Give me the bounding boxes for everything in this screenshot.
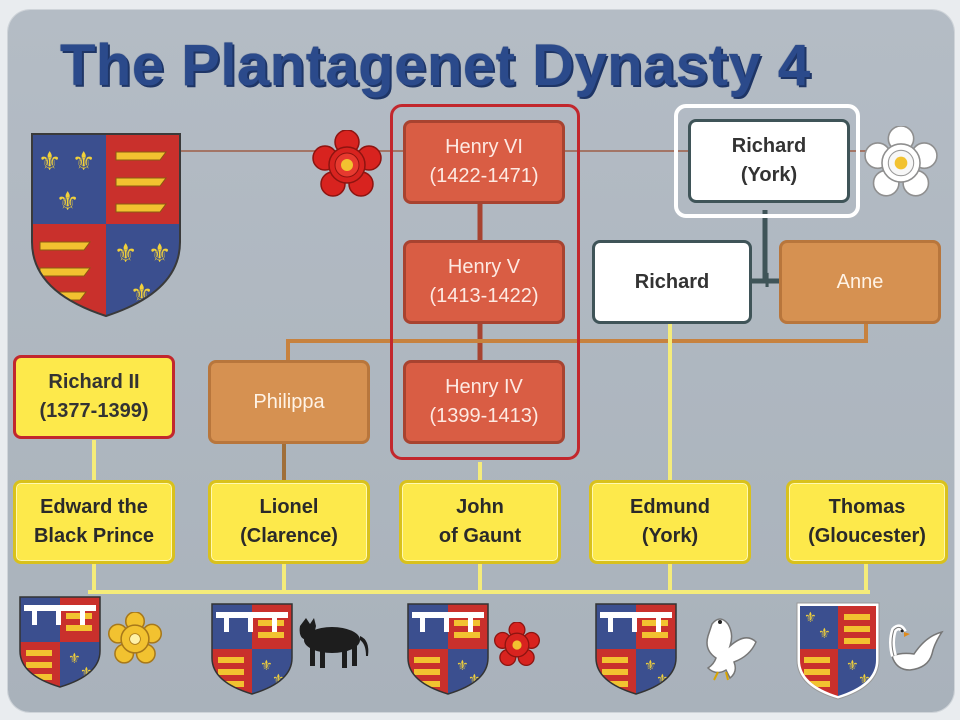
henry-v-box: Henry V (1413-1422): [403, 240, 565, 324]
marriage-plus: +: [758, 264, 776, 295]
svg-text:⚜: ⚜: [38, 147, 61, 177]
edmund-york-box: Edmund (York): [589, 480, 751, 564]
svg-text:⚜: ⚜: [644, 658, 657, 674]
henry-vi-box: Henry VI (1422-1471): [403, 120, 565, 204]
page-title: The Plantagenet Dynasty 4: [60, 33, 811, 98]
slide: The Plantagenet Dynasty 4 Henry VI (1422…: [8, 10, 954, 712]
falcon-icon: [706, 618, 757, 681]
svg-text:⚜: ⚜: [804, 610, 817, 626]
edward-black-prince-box: Edward the Black Prince: [13, 480, 175, 564]
lionel-clarence-box: Lionel (Clarence): [208, 480, 370, 564]
john-of-gaunt-box: John of Gaunt: [399, 480, 561, 564]
thomas-gloucester-box: Thomas (Gloucester): [786, 480, 948, 564]
philippa-box: Philippa: [208, 360, 370, 444]
svg-text:⚜: ⚜: [148, 239, 171, 269]
richard-box: Richard: [592, 240, 752, 324]
black-prince-arms-icon: ⚜⚜: [19, 596, 101, 688]
svg-text:⚜: ⚜: [818, 626, 831, 642]
richard-ii-box: Richard II (1377-1399): [13, 355, 175, 439]
york-frame: [674, 104, 860, 218]
svg-text:⚜: ⚜: [72, 147, 95, 177]
svg-text:⚜: ⚜: [68, 651, 81, 667]
svg-text:⚜: ⚜: [456, 658, 469, 674]
anne-box: Anne: [779, 240, 941, 324]
royal-arms-icon: ⚜⚜⚜ ⚜⚜⚜: [31, 133, 181, 318]
svg-text:⚜: ⚜: [56, 187, 79, 217]
svg-text:⚜: ⚜: [260, 658, 273, 674]
red-rose-small-icon: [494, 622, 540, 667]
henry-iv-box: Henry IV (1399-1413): [403, 360, 565, 444]
gold-rose-icon: [108, 612, 162, 664]
clarence-arms-icon: ⚜⚜: [211, 603, 293, 695]
swan-icon: [889, 624, 944, 671]
gaunt-arms-icon: ⚜⚜: [407, 603, 489, 695]
lancaster-frame: [390, 104, 580, 460]
svg-text:⚜: ⚜: [846, 658, 859, 674]
red-rose-icon: [312, 130, 382, 197]
richard-york-box: Richard (York): [688, 119, 850, 203]
gloucester-arms-icon: ⚜⚜⚜⚜: [796, 602, 880, 700]
svg-text:⚜: ⚜: [114, 239, 137, 269]
black-bull-icon: [299, 618, 369, 668]
white-rose-icon: [864, 126, 938, 197]
york-arms-icon: ⚜⚜: [595, 603, 677, 695]
